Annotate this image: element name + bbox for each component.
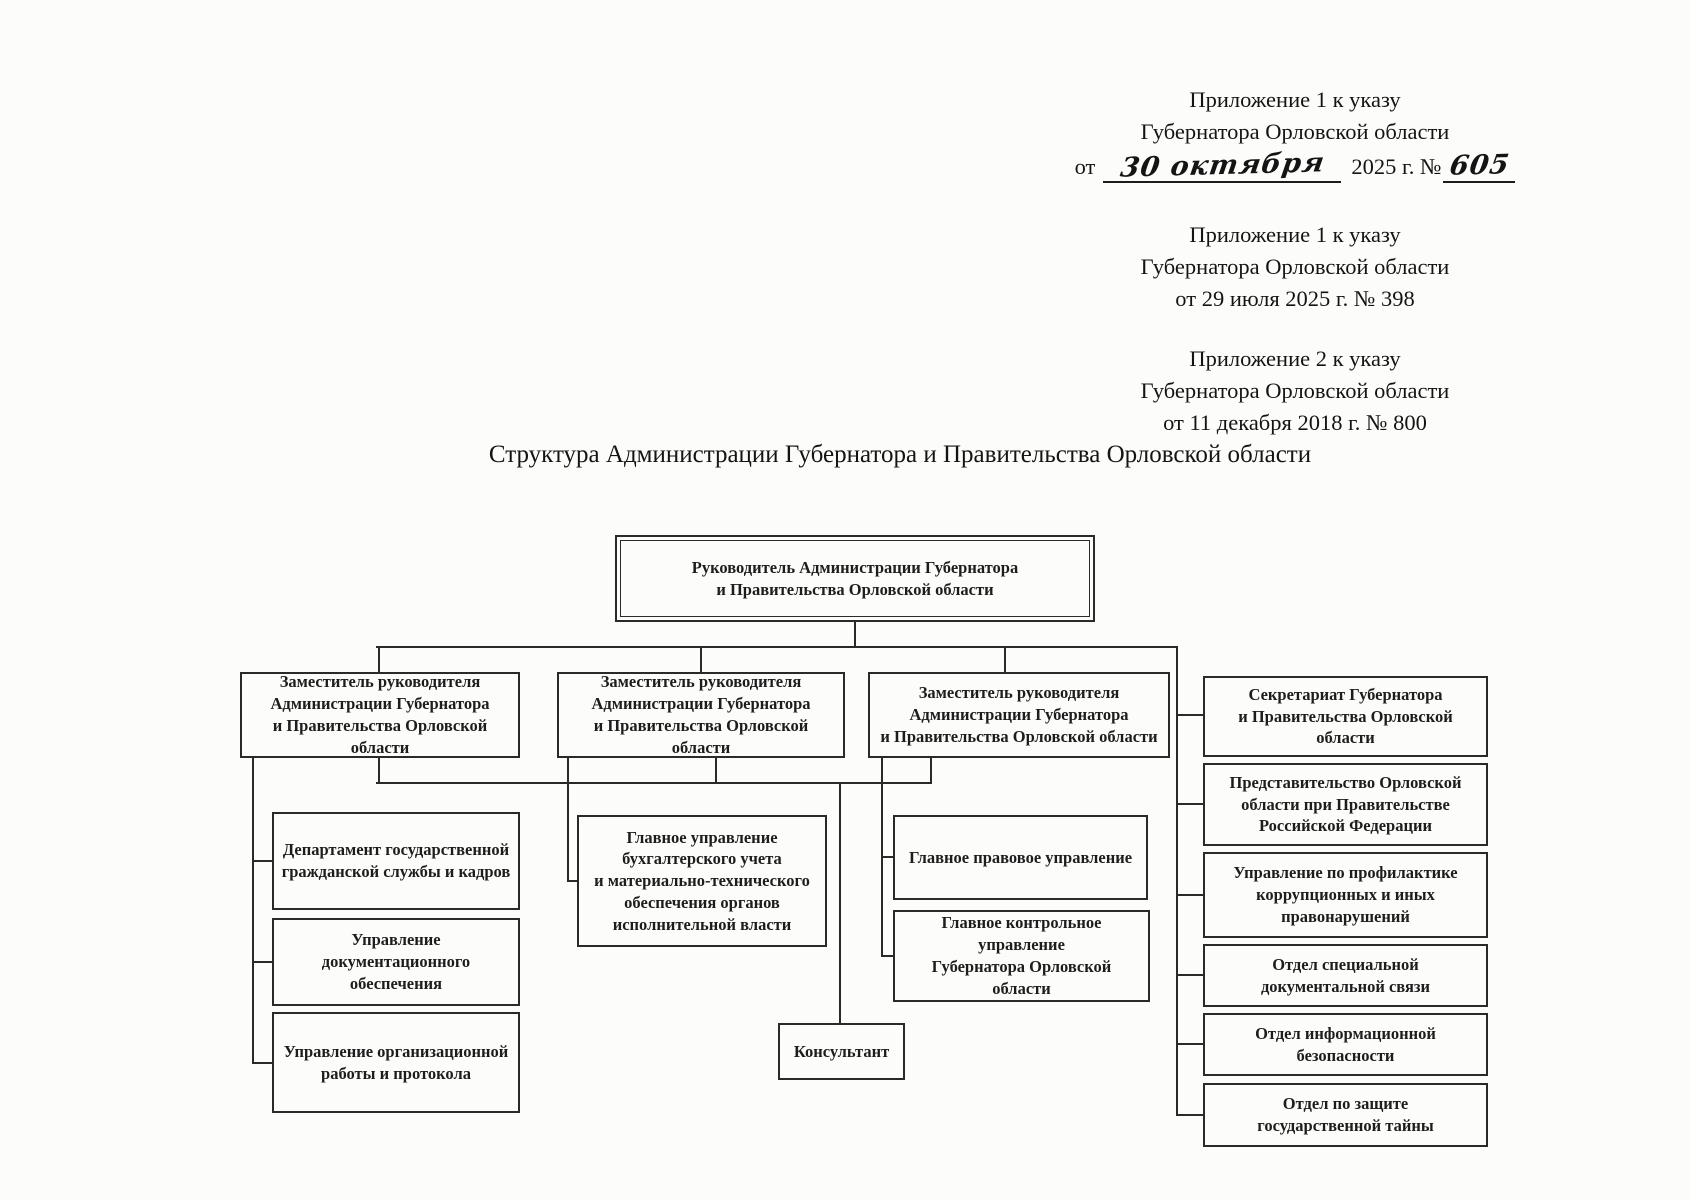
connector-drop-deputy1 (378, 648, 380, 672)
connector-left-trunk (252, 758, 254, 1064)
appendix1-handwritten-number: 605 (1447, 149, 1512, 182)
org-box-accounting-directorate: Главное управление бухгалтерского учета … (577, 815, 827, 947)
connector-accounting-drop (567, 758, 569, 882)
org-box-consultant: Консультант (778, 1023, 905, 1080)
appendix-block-3: Приложение 2 к указу Губернатора Орловск… (1058, 343, 1532, 439)
connector-stub-infosec (1178, 1043, 1203, 1045)
connector-right-trunk (1176, 646, 1178, 1116)
appendix3-line2: Губернатора Орловской области (1140, 378, 1450, 403)
appendix2-line2: Губернатора Орловской области (1140, 254, 1450, 279)
connector-stub-state-secrets (1178, 1114, 1203, 1116)
connector-stub-control (883, 955, 893, 957)
connector-rail-1 (376, 646, 1178, 648)
connector-legal-control-trunk (881, 758, 883, 957)
appendix1-line1: Приложение 1 к указу (1189, 87, 1401, 112)
connector-stub-org-work (254, 1062, 272, 1064)
connector-stub-civil-service (254, 860, 272, 862)
org-box-deputy-1: Заместитель руководителя Администрации Г… (240, 672, 520, 758)
appendix1-handwritten-date: 30 октября (1118, 147, 1327, 184)
connector-head-drop (854, 622, 856, 648)
appendix2-line1: Приложение 1 к указу (1189, 222, 1401, 247)
org-box-representation: Представительство Орловской области при … (1203, 763, 1488, 846)
org-box-state-secrets: Отдел по защите государственной тайны (1203, 1083, 1488, 1147)
appendix1-year: 2025 г. № (1351, 154, 1442, 179)
appendix1-line2: Губернатора Орловской области (1140, 119, 1450, 144)
org-box-legal-directorate: Главное правовое управление (893, 815, 1148, 900)
connector-accounting-elbow (567, 880, 577, 882)
connector-stub-special-comms (1178, 974, 1203, 976)
org-box-anticorruption: Управление по профилактике коррупционных… (1203, 852, 1488, 938)
connector-drop-deputy2 (700, 648, 702, 672)
org-box-deputy-2: Заместитель руководителя Администрации Г… (557, 672, 845, 758)
org-box-infosec: Отдел информационной безопасности (1203, 1013, 1488, 1076)
appendix-block-2: Приложение 1 к указу Губернатора Орловск… (1058, 219, 1532, 315)
org-box-control-directorate: Главное контрольное управление Губернато… (893, 910, 1150, 1002)
org-box-deputy-3: Заместитель руководителя Администрации Г… (868, 672, 1170, 758)
appendix2-line3: от 29 июля 2025 г. № 398 (1175, 286, 1415, 311)
appendix-block-1: Приложение 1 к указу Губернатора Орловск… (1058, 84, 1532, 184)
connector-stub-legal (883, 856, 893, 858)
org-box-special-comms: Отдел специальной документальной связи (1203, 944, 1488, 1007)
appendix1-from: от (1074, 154, 1096, 179)
appendix1-number-underline: 605 (1443, 148, 1516, 183)
connector-stub-records (254, 961, 272, 963)
connector-rail-2 (376, 782, 932, 784)
connector-stub-anticorruption (1178, 894, 1203, 896)
connector-drop-deputy3 (1004, 648, 1006, 672)
appendix3-line1: Приложение 2 к указу (1189, 346, 1401, 371)
page-title: Структура Администрации Губернатора и Пр… (488, 441, 1312, 468)
appendix1-date-underline: 30 октября (1103, 147, 1342, 184)
connector-stub-representation (1178, 803, 1203, 805)
org-box-head: Руководитель Администрации Губернатора и… (615, 535, 1095, 622)
org-box-records-directorate: Управление документационного обеспечения (272, 918, 520, 1006)
org-box-org-work-protocol: Управление организационной работы и прот… (272, 1012, 520, 1113)
connector-deputy3-to-rail2 (930, 758, 932, 784)
org-box-secretariat: Секретариат Губернатора и Правительства … (1203, 676, 1488, 757)
connector-deputy1-to-rail2 (378, 758, 380, 782)
connector-stub-secretariat (1178, 714, 1203, 716)
org-box-civil-service-dept: Департамент государственной гражданской … (272, 812, 520, 910)
appendix3-line3: от 11 декабря 2018 г. № 800 (1163, 410, 1427, 435)
connector-consultant-drop (839, 784, 841, 1023)
connector-deputy2-to-rail2 (715, 758, 717, 782)
